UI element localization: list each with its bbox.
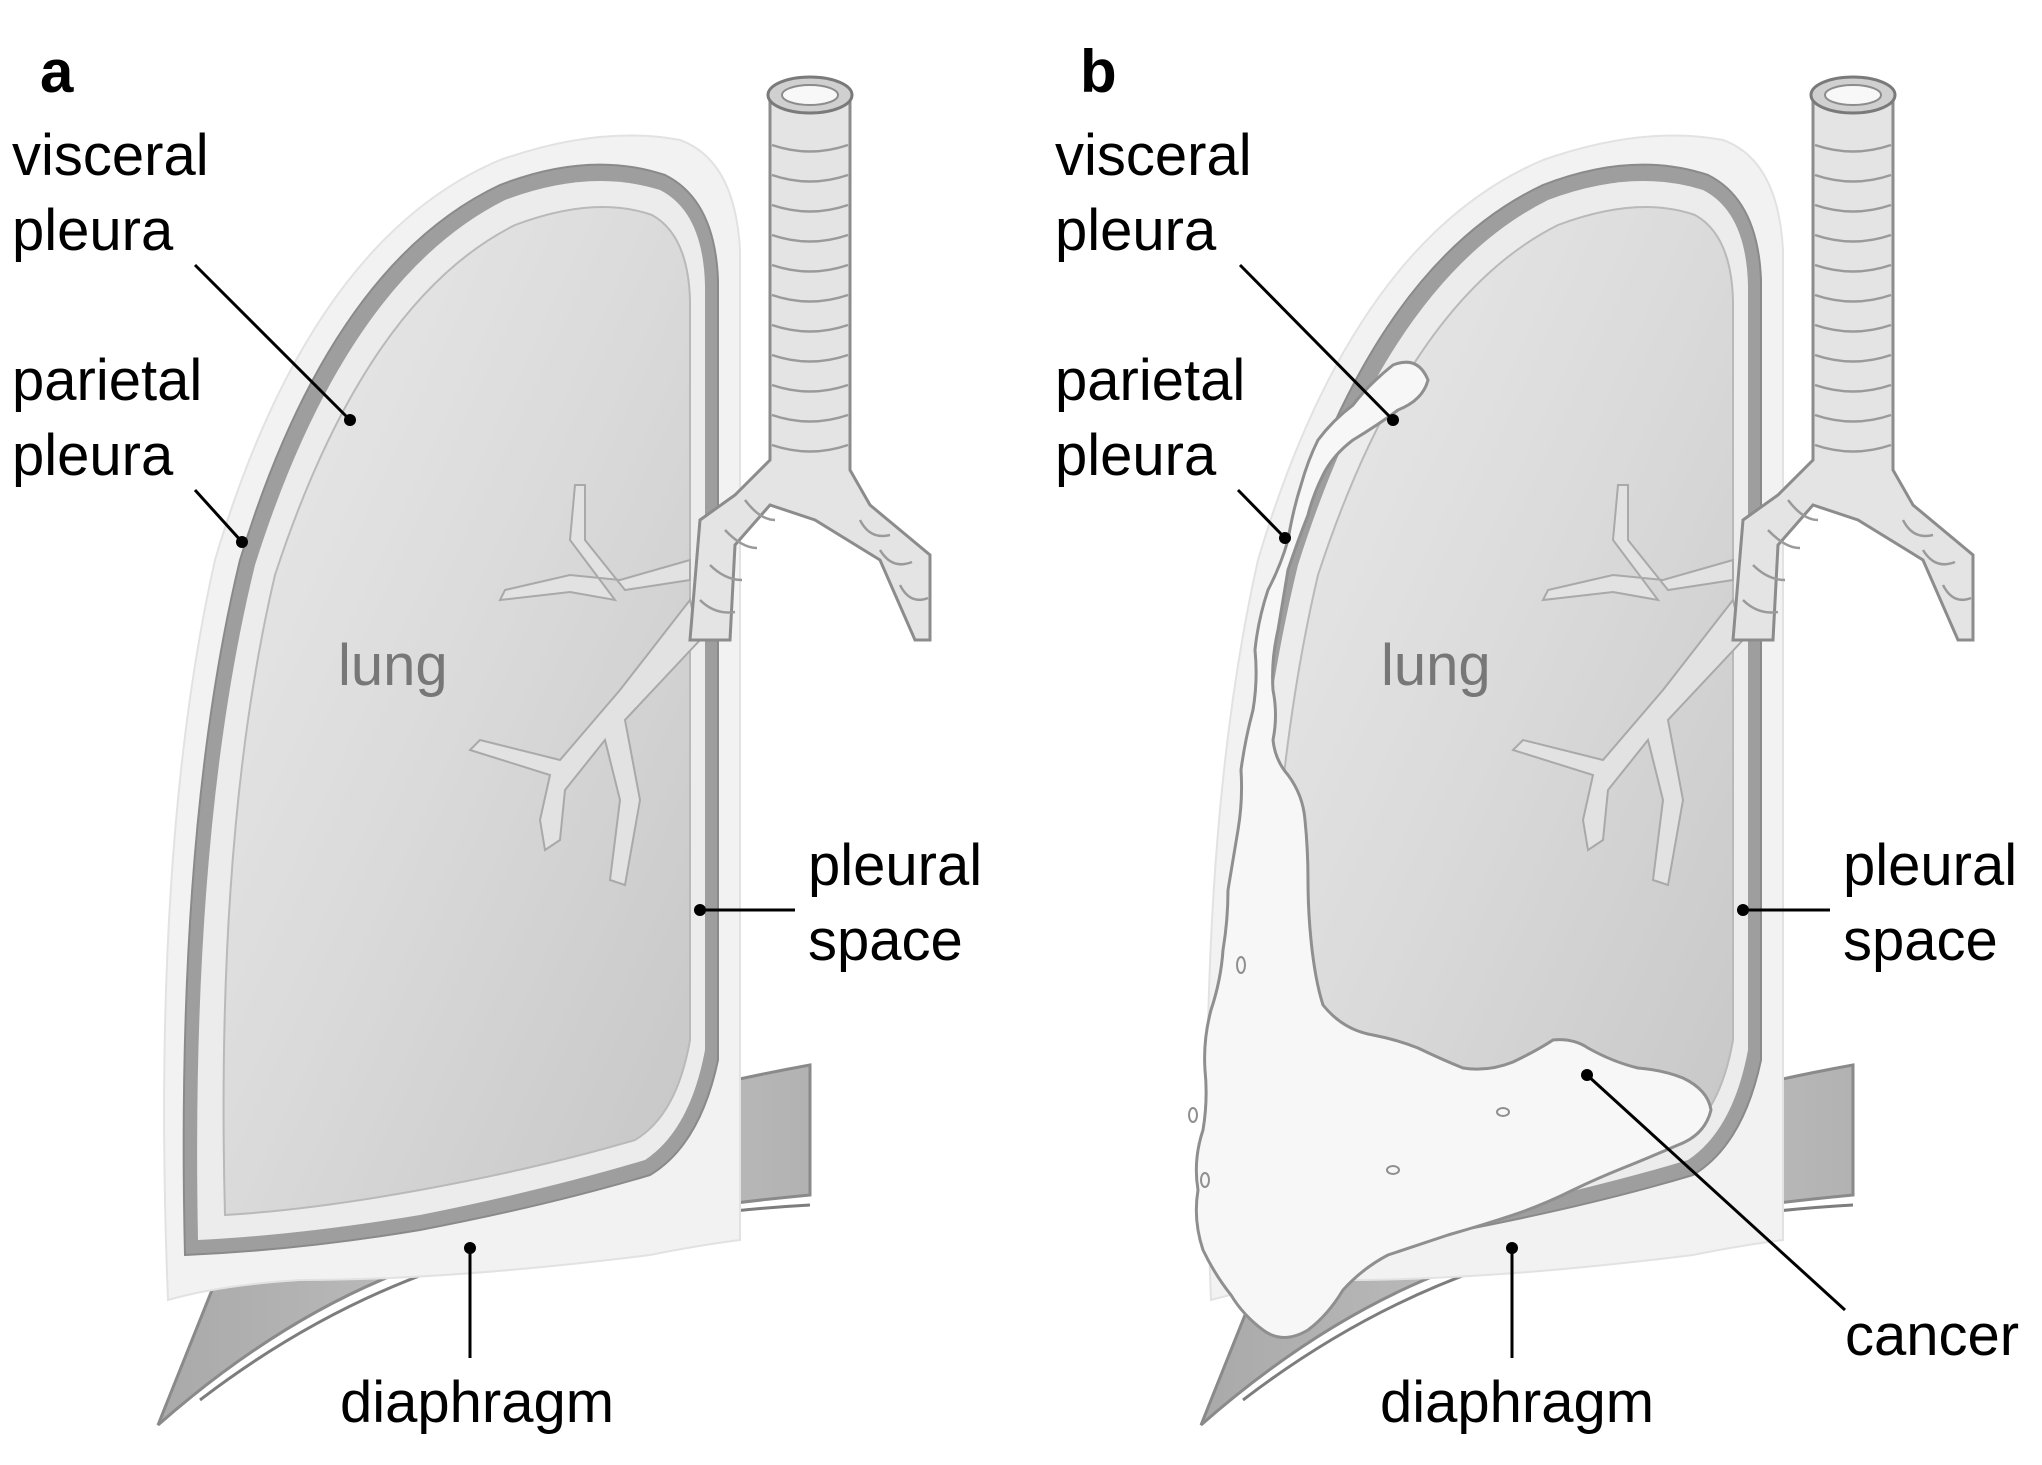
panel-a: a visceral pleura parietal pleura lung p… [12, 38, 982, 1435]
dot-visceral-b [1387, 414, 1399, 426]
lung-illustration-a [158, 77, 930, 1425]
dot-pleural-space-b [1737, 904, 1749, 916]
label-cancer-b: cancer [1845, 1303, 2019, 1368]
dot-parietal-b [1279, 532, 1291, 544]
panel-letter-a: a [40, 38, 74, 105]
label-parietal-pleura-b: pleura [1055, 423, 1217, 488]
dot-cancer-b [1581, 1069, 1593, 1081]
label-space-b: space [1843, 908, 1998, 973]
dot-parietal-a [236, 536, 248, 548]
cancer-mass [1194, 360, 1713, 1339]
label-visceral-pleura-a: pleura [12, 198, 174, 263]
label-diaphragm-b: diaphragm [1380, 1370, 1654, 1435]
panel-b: b visceral pleura parietal pleura lung p… [1055, 38, 2019, 1435]
label-lung-b: lung [1381, 633, 1491, 698]
leader-parietal-b [1236, 488, 1287, 540]
panel-letter-b: b [1080, 38, 1117, 105]
dot-diaphragm-b [1506, 1242, 1518, 1254]
dot-diaphragm-a [464, 1242, 476, 1254]
label-space-a: space [808, 908, 963, 973]
dot-pleural-space-a [694, 904, 706, 916]
label-lung-a: lung [338, 633, 448, 698]
label-parietal-b: parietal [1055, 348, 1245, 413]
label-visceral-a: visceral [12, 123, 209, 188]
label-visceral-pleura-b: pleura [1055, 198, 1217, 263]
dot-visceral-a [344, 414, 356, 426]
label-visceral-b: visceral [1055, 123, 1252, 188]
leader-visceral-a [193, 263, 352, 422]
leader-visceral-b [1238, 263, 1395, 422]
leader-cancer-b [1585, 1073, 1847, 1312]
label-pleural-a: pleural [808, 833, 982, 898]
label-parietal-a: parietal [12, 348, 202, 413]
label-parietal-pleura-a: pleura [12, 423, 174, 488]
label-pleural-b: pleural [1843, 833, 2017, 898]
label-diaphragm-a: diaphragm [340, 1370, 614, 1435]
leader-parietal-a [193, 488, 244, 544]
